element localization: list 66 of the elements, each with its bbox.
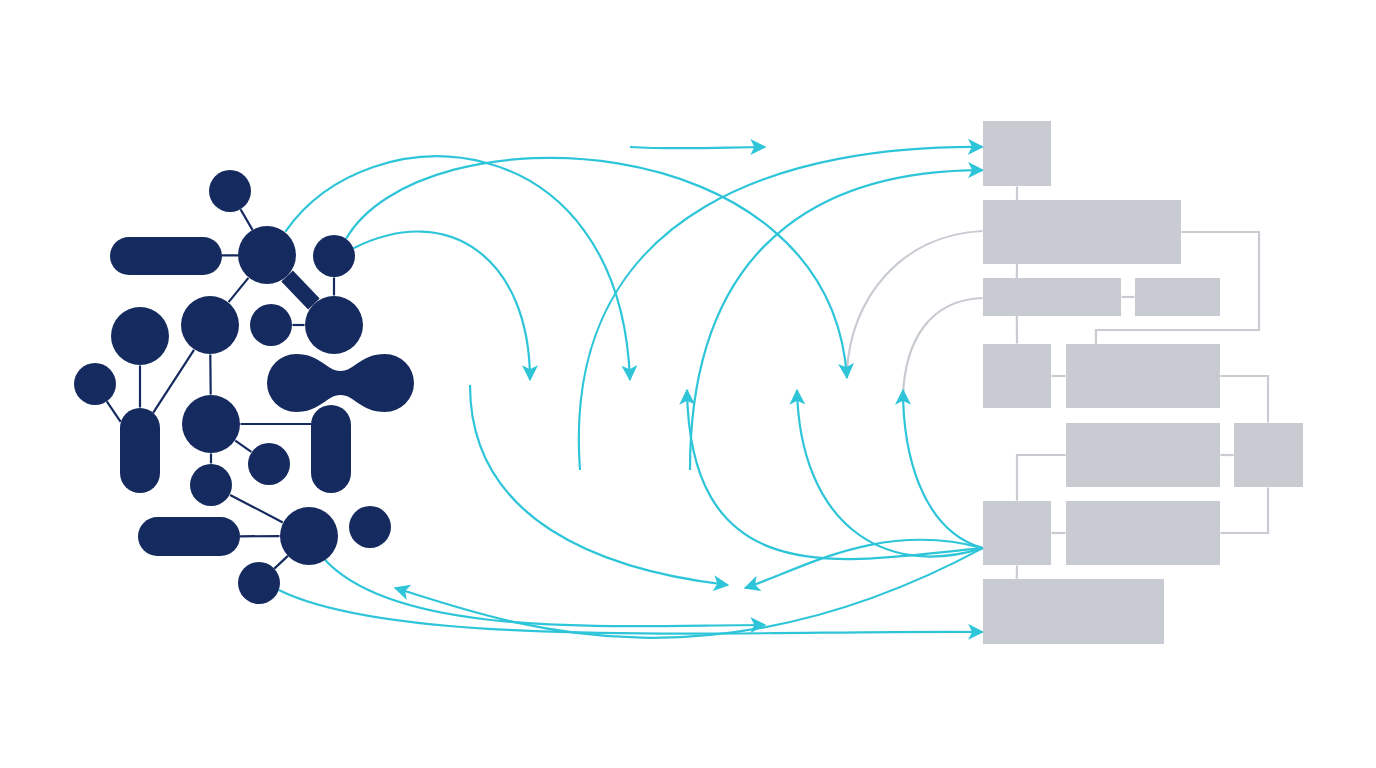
connector-line bbox=[1220, 487, 1270, 535]
network-node bbox=[182, 395, 240, 453]
curved-arrow bbox=[353, 230, 538, 382]
block-diagram-box bbox=[983, 579, 1164, 644]
block-diagram-box bbox=[1066, 423, 1220, 487]
network-node bbox=[280, 507, 338, 565]
connector-line bbox=[1220, 374, 1270, 423]
connector-line bbox=[138, 365, 142, 408]
connector-line bbox=[1121, 295, 1135, 299]
connector-line bbox=[1015, 453, 1066, 501]
curved-arrow bbox=[393, 547, 984, 639]
curved-arrow bbox=[284, 155, 637, 382]
connector-line bbox=[1051, 374, 1066, 378]
curved-arrow bbox=[578, 139, 984, 470]
connector-line bbox=[239, 208, 254, 231]
network-node bbox=[349, 506, 391, 548]
connector-line bbox=[1220, 453, 1234, 457]
connector-line bbox=[209, 354, 212, 395]
network-node bbox=[250, 304, 292, 346]
connector-line bbox=[105, 400, 122, 423]
connector-line bbox=[229, 493, 284, 524]
connector-line bbox=[1051, 531, 1066, 535]
network-node bbox=[138, 517, 240, 556]
block-diagram-box bbox=[983, 344, 1051, 408]
network-node bbox=[120, 408, 160, 493]
connector-line bbox=[152, 349, 195, 414]
curved-arrow bbox=[324, 559, 767, 634]
connector-line bbox=[1094, 230, 1261, 344]
curved-arrow bbox=[688, 162, 985, 471]
connector-line bbox=[1015, 565, 1019, 579]
network-node bbox=[74, 363, 116, 405]
curved-arrow bbox=[345, 157, 852, 380]
connector-line bbox=[332, 277, 336, 296]
block-diagram-box bbox=[983, 501, 1051, 565]
network-node bbox=[209, 170, 251, 212]
network-node bbox=[311, 405, 351, 493]
network-node bbox=[313, 235, 355, 277]
network-node bbox=[110, 237, 222, 275]
network-node bbox=[190, 464, 232, 506]
block-diagram-box bbox=[1066, 344, 1220, 408]
network-node bbox=[111, 307, 169, 365]
connector-line bbox=[227, 277, 250, 303]
connector-line bbox=[209, 453, 213, 464]
block-diagram-box bbox=[983, 200, 1181, 264]
network-node bbox=[181, 296, 239, 354]
connector-line bbox=[1015, 264, 1019, 278]
connector-line bbox=[240, 535, 280, 538]
block-diagram-box bbox=[983, 278, 1121, 316]
curved-arrow bbox=[743, 538, 983, 591]
network-node bbox=[248, 443, 290, 485]
network-node bbox=[305, 296, 363, 354]
block-diagram-box bbox=[1066, 501, 1220, 565]
network-node bbox=[238, 226, 296, 284]
block-diagram-box bbox=[983, 121, 1051, 186]
connector-line bbox=[273, 555, 289, 570]
network-node bbox=[238, 562, 280, 604]
connector-line bbox=[1015, 316, 1019, 344]
network-node bbox=[267, 354, 414, 412]
connector-line bbox=[240, 422, 311, 426]
connector-line bbox=[234, 439, 252, 453]
connector-line bbox=[292, 323, 305, 327]
node-bridge bbox=[281, 270, 320, 310]
block-diagram-box bbox=[1135, 278, 1220, 316]
block-diagram-box bbox=[1234, 423, 1303, 487]
curved-arrow bbox=[278, 588, 985, 640]
connector-line bbox=[222, 254, 238, 257]
